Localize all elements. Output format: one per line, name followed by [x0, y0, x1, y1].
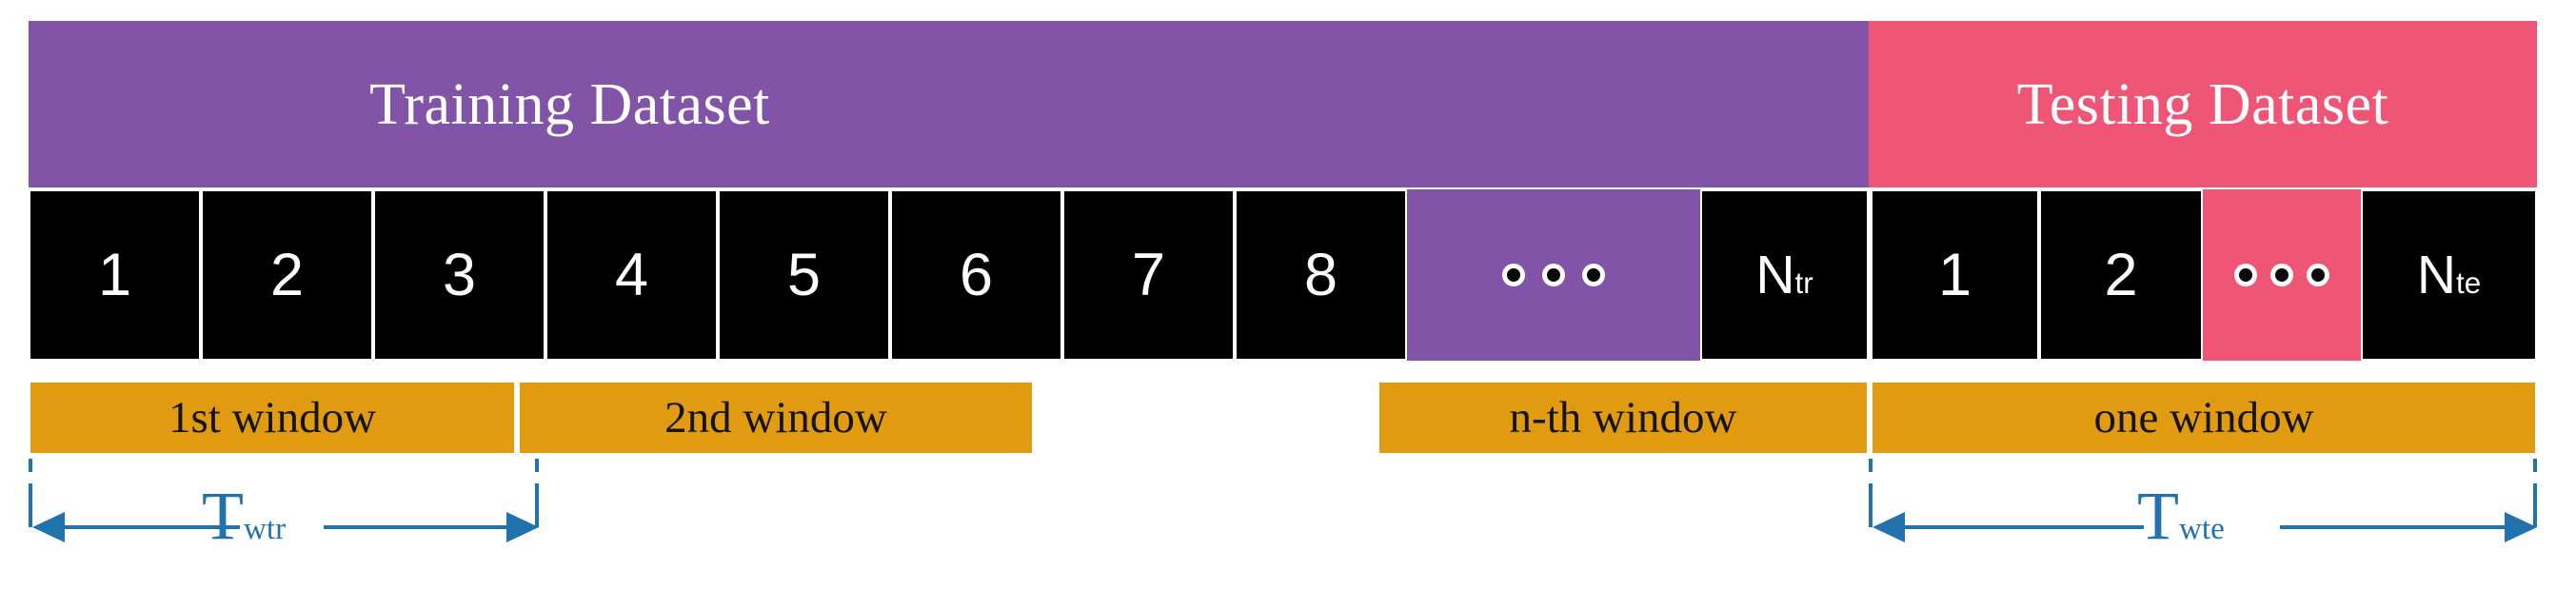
- sample-box-train-5: 5: [718, 189, 890, 361]
- sample-box-test-1: 1: [1871, 189, 2039, 361]
- testing-ellipsis: [2203, 189, 2361, 361]
- sample-box-train-6: 6: [890, 189, 1062, 361]
- ellipsis-dot-icon: [2275, 268, 2289, 282]
- extension-line-right: [535, 483, 539, 527]
- sample-box-train-8: 8: [1235, 189, 1407, 361]
- twte-base: T: [2137, 478, 2179, 554]
- sample-box-label: 3: [442, 241, 477, 308]
- extension-tick-top-right: [2533, 459, 2537, 472]
- arrowhead-right-icon: [506, 512, 539, 542]
- training-dataset-label: Training Dataset: [369, 71, 770, 137]
- sample-box-train-3: 3: [373, 189, 545, 361]
- extension-tick-top-left: [1869, 459, 1873, 472]
- n-te-sub: te: [2456, 266, 2482, 300]
- n-te-base: N: [2416, 244, 2457, 305]
- arrowhead-right-icon: [2505, 512, 2537, 542]
- extension-line-right: [2533, 483, 2537, 527]
- arrowhead-left-icon: [1873, 512, 1905, 542]
- arrowhead-left-icon: [32, 512, 65, 542]
- sample-box-label: 7: [1131, 241, 1166, 308]
- window-bar-one: one window: [1871, 381, 2537, 455]
- twte-sub: wte: [2178, 511, 2225, 546]
- dimension-line-right: [324, 525, 506, 529]
- window-bar-label: 1st window: [168, 392, 377, 443]
- n-tr-sub: tr: [1794, 266, 1813, 300]
- extension-tick-top-left: [29, 459, 32, 472]
- ellipsis-dot-icon: [1587, 268, 1600, 282]
- n-tr-base: N: [1755, 244, 1795, 305]
- sample-box-train-2: 2: [201, 189, 373, 361]
- sample-box-train-4: 4: [545, 189, 718, 361]
- ellipsis-dot-icon: [2311, 268, 2325, 282]
- ellipsis-dot-icon: [2239, 268, 2252, 282]
- window-bar-label: 2nd window: [664, 392, 887, 443]
- window-bar-label: n-th window: [1509, 392, 1737, 443]
- sample-box-label: 4: [614, 241, 649, 308]
- sample-box-label: 2: [2104, 241, 2138, 308]
- ellipsis-dot-icon: [1547, 268, 1560, 282]
- extension-line-left: [1869, 483, 1873, 527]
- twtr-base: T: [202, 478, 244, 554]
- sample-box-label: 2: [269, 241, 305, 308]
- dimension-line-left: [63, 525, 240, 529]
- dimension-line-left: [1903, 525, 2144, 529]
- window-bar-1st: 1st window: [29, 381, 516, 455]
- testing-dataset-band: Testing Dataset: [1869, 21, 2537, 187]
- extension-line-left: [29, 483, 32, 527]
- twtr-sub: wtr: [243, 511, 287, 546]
- sample-box-test-2: 2: [2039, 189, 2203, 361]
- sample-box-train-7: 7: [1062, 189, 1235, 361]
- training-dataset-band: Training Dataset: [29, 21, 1869, 187]
- ellipsis-dot-icon: [1507, 268, 1520, 282]
- sample-box-label: 6: [959, 241, 994, 308]
- window-bar-label: one window: [2093, 392, 2314, 443]
- dimension-line-right: [2280, 525, 2505, 529]
- sample-box-label: 1: [97, 241, 132, 308]
- training-ellipsis: [1407, 189, 1700, 361]
- extension-tick-top-right: [535, 459, 539, 472]
- window-bar-nth: n-th window: [1377, 381, 1869, 455]
- window-bar-2nd: 2nd window: [518, 381, 1034, 455]
- sample-box-train-1: 1: [29, 189, 201, 361]
- sample-box-label: 8: [1303, 241, 1338, 308]
- sample-box-label: 5: [786, 241, 822, 308]
- testing-dataset-label: Testing Dataset: [2016, 71, 2389, 137]
- sample-box-label: 1: [1937, 241, 1972, 308]
